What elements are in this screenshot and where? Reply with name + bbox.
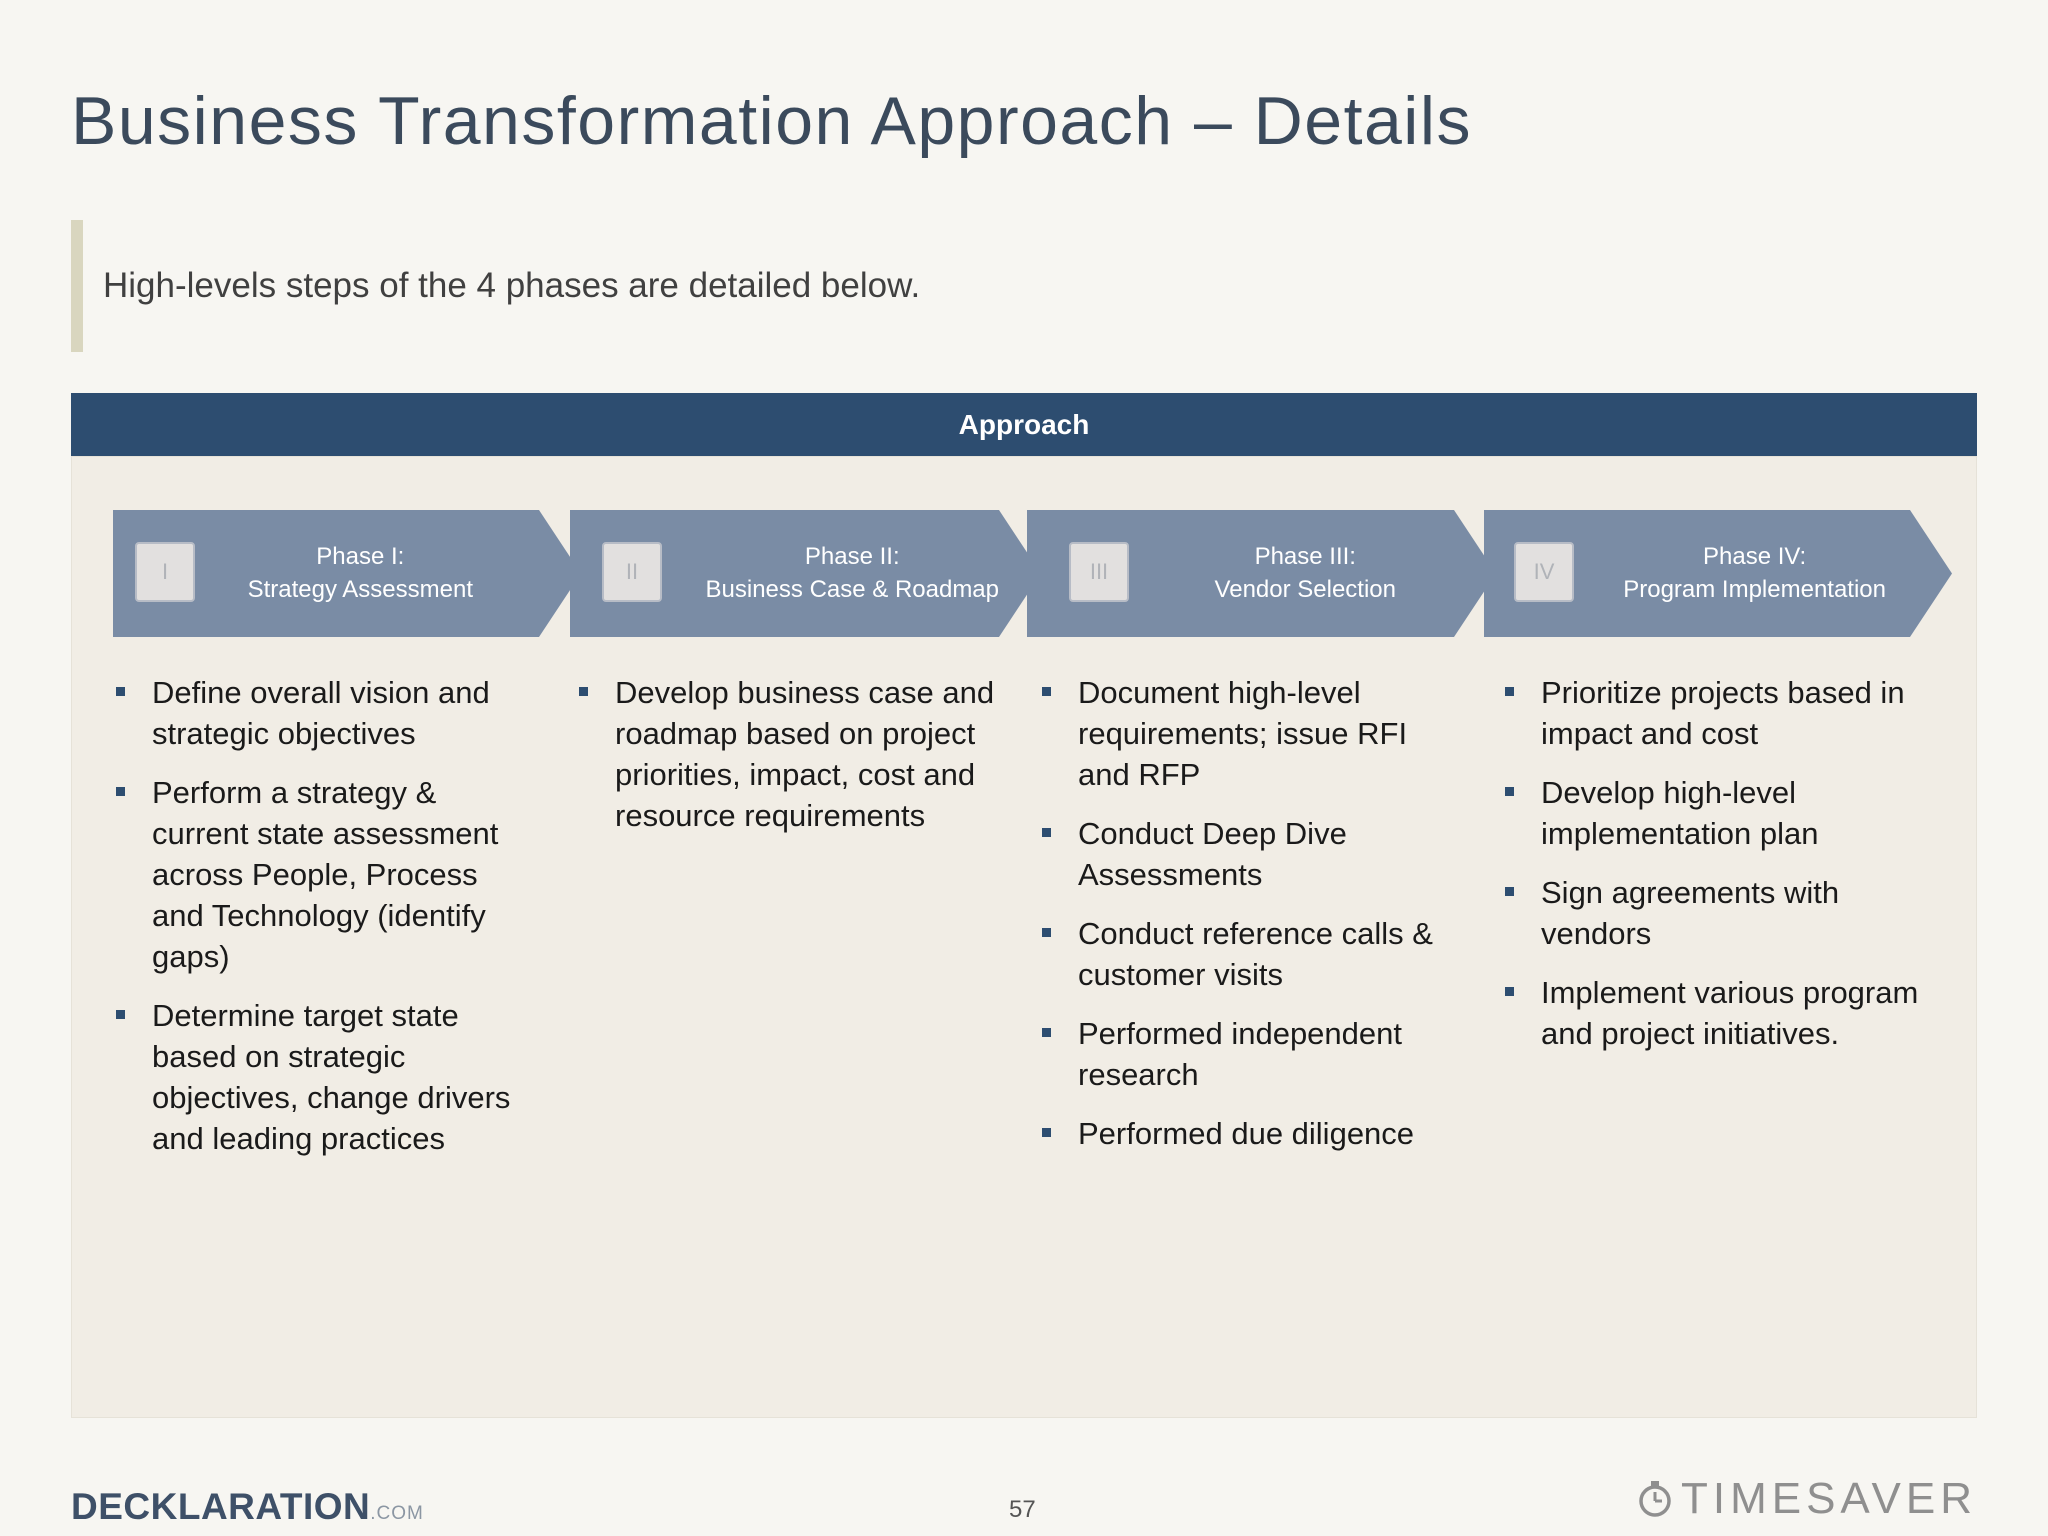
phase-3-title: Phase III: xyxy=(1254,543,1356,570)
list-item: Implement various program and project in… xyxy=(1502,972,1922,1054)
phase-4-arrow: IV Phase IV: Program Implementation xyxy=(1484,510,1952,637)
list-item: Determine target state based on strategi… xyxy=(113,995,533,1159)
phase-1-arrow: I Phase I: Strategy Assessment xyxy=(113,510,581,637)
phase-3-column: Document high-level requirements; issue … xyxy=(1039,672,1459,1172)
decklaration-logo: DECKLARATION.COM xyxy=(71,1486,424,1528)
page-subtitle: High-levels steps of the 4 phases are de… xyxy=(103,266,921,305)
list-item: Prioritize projects based in impact and … xyxy=(1502,672,1922,754)
list-item: Develop business case and roadmap based … xyxy=(576,672,996,836)
phase-1-bullet-list: Define overall vision and strategic obje… xyxy=(113,672,533,1159)
phase-4-title: Phase IV: xyxy=(1703,543,1807,570)
phase-4-numeral: IV xyxy=(1514,542,1574,602)
phase-2-arrow: II Phase II: Business Case & Roadmap xyxy=(570,510,1041,637)
phase-2-title: Phase II: xyxy=(804,543,900,570)
phase-3-numeral: III xyxy=(1069,542,1129,602)
list-item: Develop high-level implementation plan xyxy=(1502,772,1922,854)
phase-2-column: Develop business case and roadmap based … xyxy=(576,672,996,854)
phase-4-bullet-list: Prioritize projects based in impact and … xyxy=(1502,672,1922,1054)
approach-header: Approach xyxy=(71,393,1977,456)
phase-2-bullet-list: Develop business case and roadmap based … xyxy=(576,672,996,836)
timesaver-brand: TIMESAVER xyxy=(1637,1474,1977,1524)
list-item: Conduct Deep Dive Assessments xyxy=(1039,813,1459,895)
phase-4-label: Phase IV: Program Implementation xyxy=(1623,540,1886,606)
subtitle-accent-bar xyxy=(71,220,83,352)
phase-3-arrow: III Phase III: Vendor Selection xyxy=(1027,510,1496,637)
list-item: Document high-level requirements; issue … xyxy=(1039,672,1459,795)
phase-2-subtitle: Business Case & Roadmap xyxy=(705,576,999,603)
phase-1-column: Define overall vision and strategic obje… xyxy=(113,672,533,1177)
phase-1-label: Phase I: Strategy Assessment xyxy=(248,540,473,606)
phase-4-subtitle: Program Implementation xyxy=(1623,576,1886,603)
list-item: Perform a strategy & current state asses… xyxy=(113,772,533,977)
page-title: Business Transformation Approach – Detai… xyxy=(71,83,1473,159)
phase-2-label: Phase II: Business Case & Roadmap xyxy=(706,540,999,606)
logo-suffix-text: .COM xyxy=(370,1503,424,1524)
phase-4-column: Prioritize projects based in impact and … xyxy=(1502,672,1922,1072)
logo-main-text: DECKLARATION xyxy=(71,1486,371,1527)
phase-3-bullet-list: Document high-level requirements; issue … xyxy=(1039,672,1459,1154)
list-item: Conduct reference calls & customer visit… xyxy=(1039,913,1459,995)
list-item: Define overall vision and strategic obje… xyxy=(113,672,533,754)
phase-1-numeral: I xyxy=(135,542,195,602)
brand-text: TIMESAVER xyxy=(1680,1474,1977,1523)
phase-3-label: Phase III: Vendor Selection xyxy=(1215,540,1396,606)
stopwatch-icon xyxy=(1637,1480,1673,1518)
list-item: Performed due diligence xyxy=(1039,1113,1459,1154)
phase-2-numeral: II xyxy=(602,542,662,602)
phase-1-title: Phase I: xyxy=(316,543,405,570)
phase-1-subtitle: Strategy Assessment xyxy=(247,576,473,603)
list-item: Sign agreements with vendors xyxy=(1502,872,1922,954)
list-item: Performed independent research xyxy=(1039,1013,1459,1095)
phase-3-subtitle: Vendor Selection xyxy=(1214,576,1396,603)
page-number: 57 xyxy=(1009,1496,1036,1523)
